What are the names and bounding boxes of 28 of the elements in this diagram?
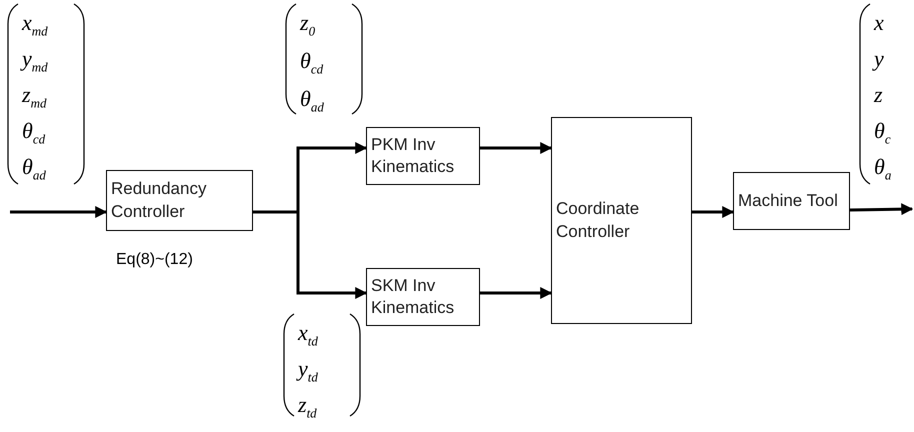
vector-entry: θ$_{ad}$ <box>300 88 324 114</box>
vector-entry: x$_{td}$ <box>298 322 318 348</box>
vector-entry: x <box>874 12 884 34</box>
vector-entry: z$_{0}$ <box>300 12 316 38</box>
process-box: Machine Tool <box>733 172 850 230</box>
vector-entry: z$_{td}$ <box>298 394 317 420</box>
process-box: PKM Inv Kinematics <box>366 127 480 185</box>
vector-entry: y <box>874 48 884 70</box>
vector-entry: y$_{td}$ <box>298 358 318 384</box>
arrow <box>480 287 552 299</box>
equation-reference: Eq(8)~(12) <box>116 251 193 269</box>
vector-entry: x$_{md}$ <box>22 12 48 38</box>
vector-entry: y$_{md}$ <box>22 48 48 74</box>
vector-entry: z <box>874 84 883 106</box>
process-box: SKM Inv Kinematics <box>366 268 480 326</box>
arrow <box>692 206 734 218</box>
vector-entry: z$_{md}$ <box>22 84 46 110</box>
arrow <box>10 206 108 218</box>
arrow <box>253 210 368 299</box>
arrow <box>480 142 552 154</box>
vector-entry: θ$_{ad}$ <box>22 156 46 182</box>
vector-entry: θ$_{cd}$ <box>300 50 324 76</box>
vector-entry: θ$_{cd}$ <box>22 120 46 146</box>
process-box: Coordinate Controller <box>551 117 692 324</box>
process-box: Redundancy Controller <box>106 170 253 231</box>
arrow <box>850 203 914 216</box>
vector-entry: θ$_{c}$ <box>874 120 891 146</box>
vector-entry: θ$_{a}$ <box>874 156 892 182</box>
